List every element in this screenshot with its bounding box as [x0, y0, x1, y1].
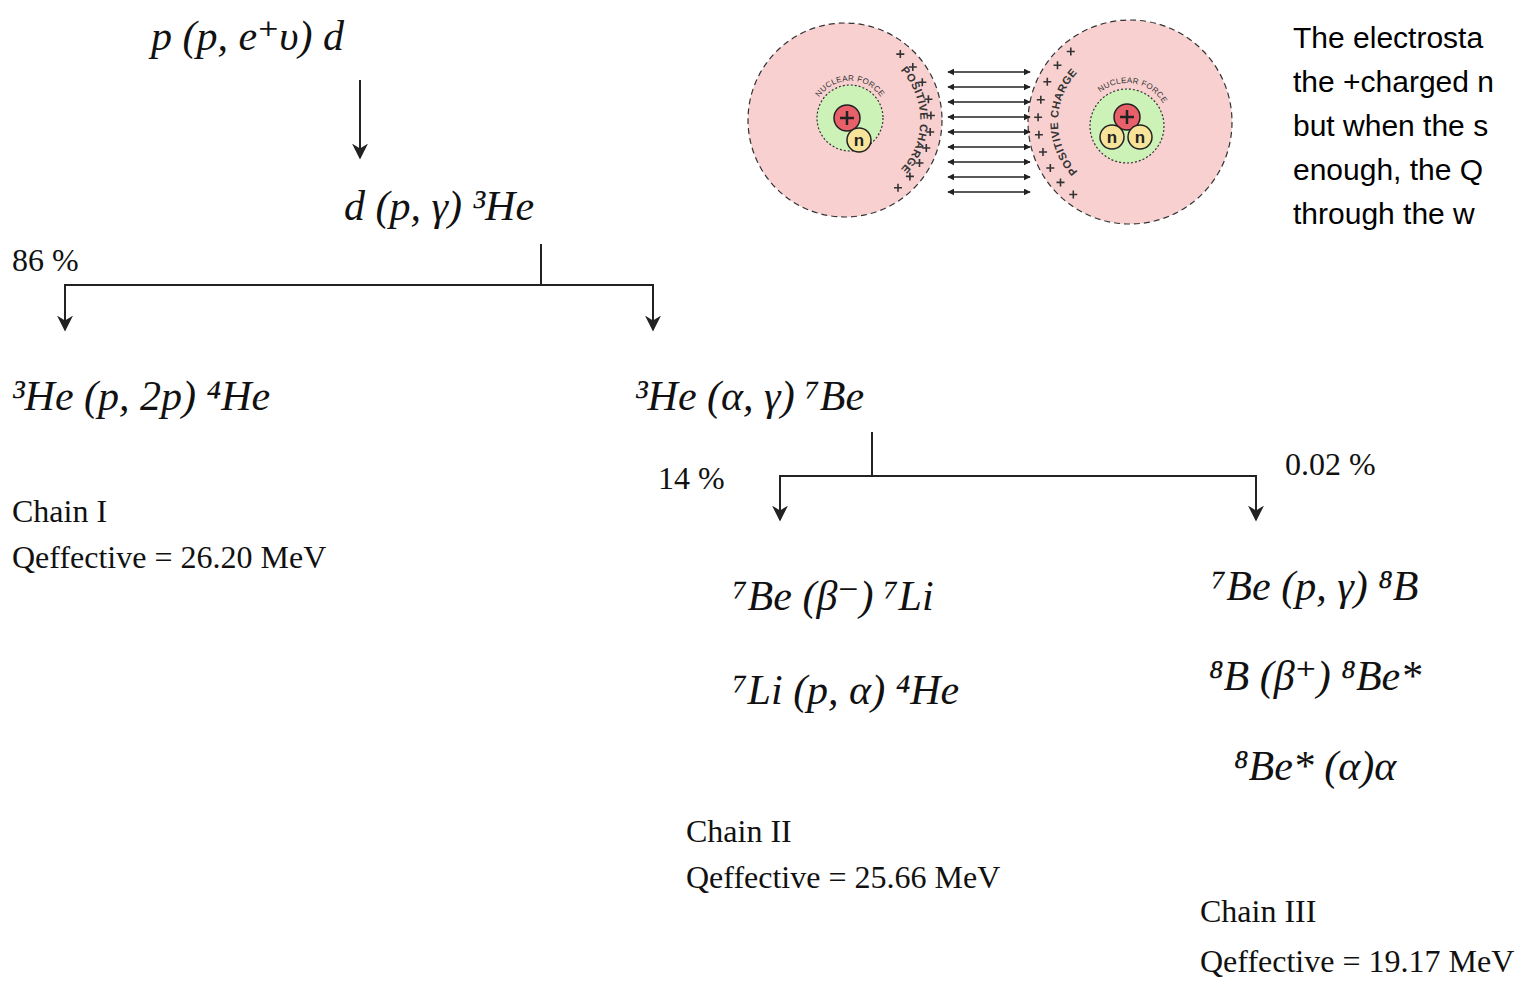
q-value: Qeffective = 25.66 MeV	[686, 858, 1000, 896]
proton-plus	[1120, 110, 1134, 124]
arc-label-text: NUCLEAR FORCE	[1096, 76, 1169, 105]
reaction-text: ⁷Be (β⁻) ⁷Li	[733, 570, 959, 622]
cropped-note-line: but when the s	[1293, 108, 1488, 144]
reaction-node: p (p, e⁺υ) d	[145, 6, 350, 66]
neutron-symbol	[1128, 125, 1152, 149]
neutron-letter: n	[1135, 128, 1145, 147]
q-value: Qeffective = 19.17 MeV	[1200, 942, 1514, 980]
q-value: Qeffective = 26.20 MeV	[12, 538, 326, 576]
neutron-letter: n	[854, 131, 864, 150]
cropped-note-line: The electrosta	[1293, 20, 1483, 56]
cropped-note-line: enough, the Q	[1293, 152, 1483, 188]
neutron-letter: n	[1107, 128, 1117, 147]
nuclear-force-zone	[817, 85, 883, 151]
neutron-symbol	[847, 128, 871, 152]
reaction-text: ³He (α, γ) ⁷Be	[635, 370, 864, 422]
chain-name: Chain I	[12, 492, 107, 530]
repulsion-arrows	[948, 72, 1030, 192]
arc-label-text: NUCLEAR FORCE	[814, 74, 887, 99]
cropped-note-line: through the w	[1293, 196, 1475, 232]
reaction-text: d (p, γ) ³He	[344, 180, 534, 232]
reaction-text: ⁸Be* (α)α	[1209, 740, 1421, 792]
reaction-connector	[780, 432, 872, 520]
reaction-connector	[872, 432, 1256, 520]
reaction-node: d (p, γ) ³He	[338, 176, 540, 236]
reaction-connector	[65, 244, 541, 330]
reaction-connector	[359, 80, 361, 158]
positive-charge-label: POSITIVE CHARGE	[1048, 66, 1079, 178]
reaction-text: ³He (p, 2p) ⁴He	[12, 370, 270, 422]
nuclear-force-label: NUCLEAR FORCE	[814, 74, 887, 99]
reaction-node: ³He (α, γ) ⁷Be	[629, 366, 870, 426]
arc-label-text: POSITIVE CHARGE	[1048, 66, 1079, 178]
proton-symbol	[834, 105, 860, 131]
reaction-node: ⁷Be (β⁻) ⁷Li ⁷Li (p, α) ⁴He	[727, 566, 965, 720]
proton-plus	[840, 111, 854, 125]
reaction-text: p (p, e⁺υ) d	[151, 10, 344, 62]
helium3-charge-cloud	[1028, 20, 1232, 224]
charge-plus-signs	[894, 50, 935, 192]
reaction-node: ³He (p, 2p) ⁴He	[6, 366, 276, 426]
reaction-text: ⁸B (β⁺) ⁸Be*	[1209, 650, 1421, 702]
reaction-text: ⁷Li (p, α) ⁴He	[733, 664, 959, 716]
branch-percentage: 86 %	[12, 242, 79, 278]
chain-name: Chain III	[1200, 892, 1316, 930]
branch-percentage: 0.02 %	[1285, 446, 1376, 482]
chain-name: Chain II	[686, 812, 792, 850]
reaction-text: ⁷Be (p, γ) ⁸B	[1209, 560, 1421, 612]
branch-percentage: 14 %	[658, 460, 725, 496]
arc-label-text: POSITIVE CHARGE	[899, 64, 930, 176]
reaction-connector	[541, 244, 653, 330]
neutron-symbol	[1100, 125, 1124, 149]
nuclear-force-label: NUCLEAR FORCE	[1096, 76, 1169, 105]
cropped-note-line: the +charged n	[1293, 64, 1494, 100]
nuclear-force-zone	[1090, 89, 1164, 163]
deuteron-charge-cloud	[748, 23, 942, 217]
positive-charge-label: POSITIVE CHARGE	[899, 64, 930, 176]
reaction-node: ⁷Be (p, γ) ⁸B ⁸B (β⁺) ⁸Be* ⁸Be* (α)α	[1203, 556, 1427, 796]
